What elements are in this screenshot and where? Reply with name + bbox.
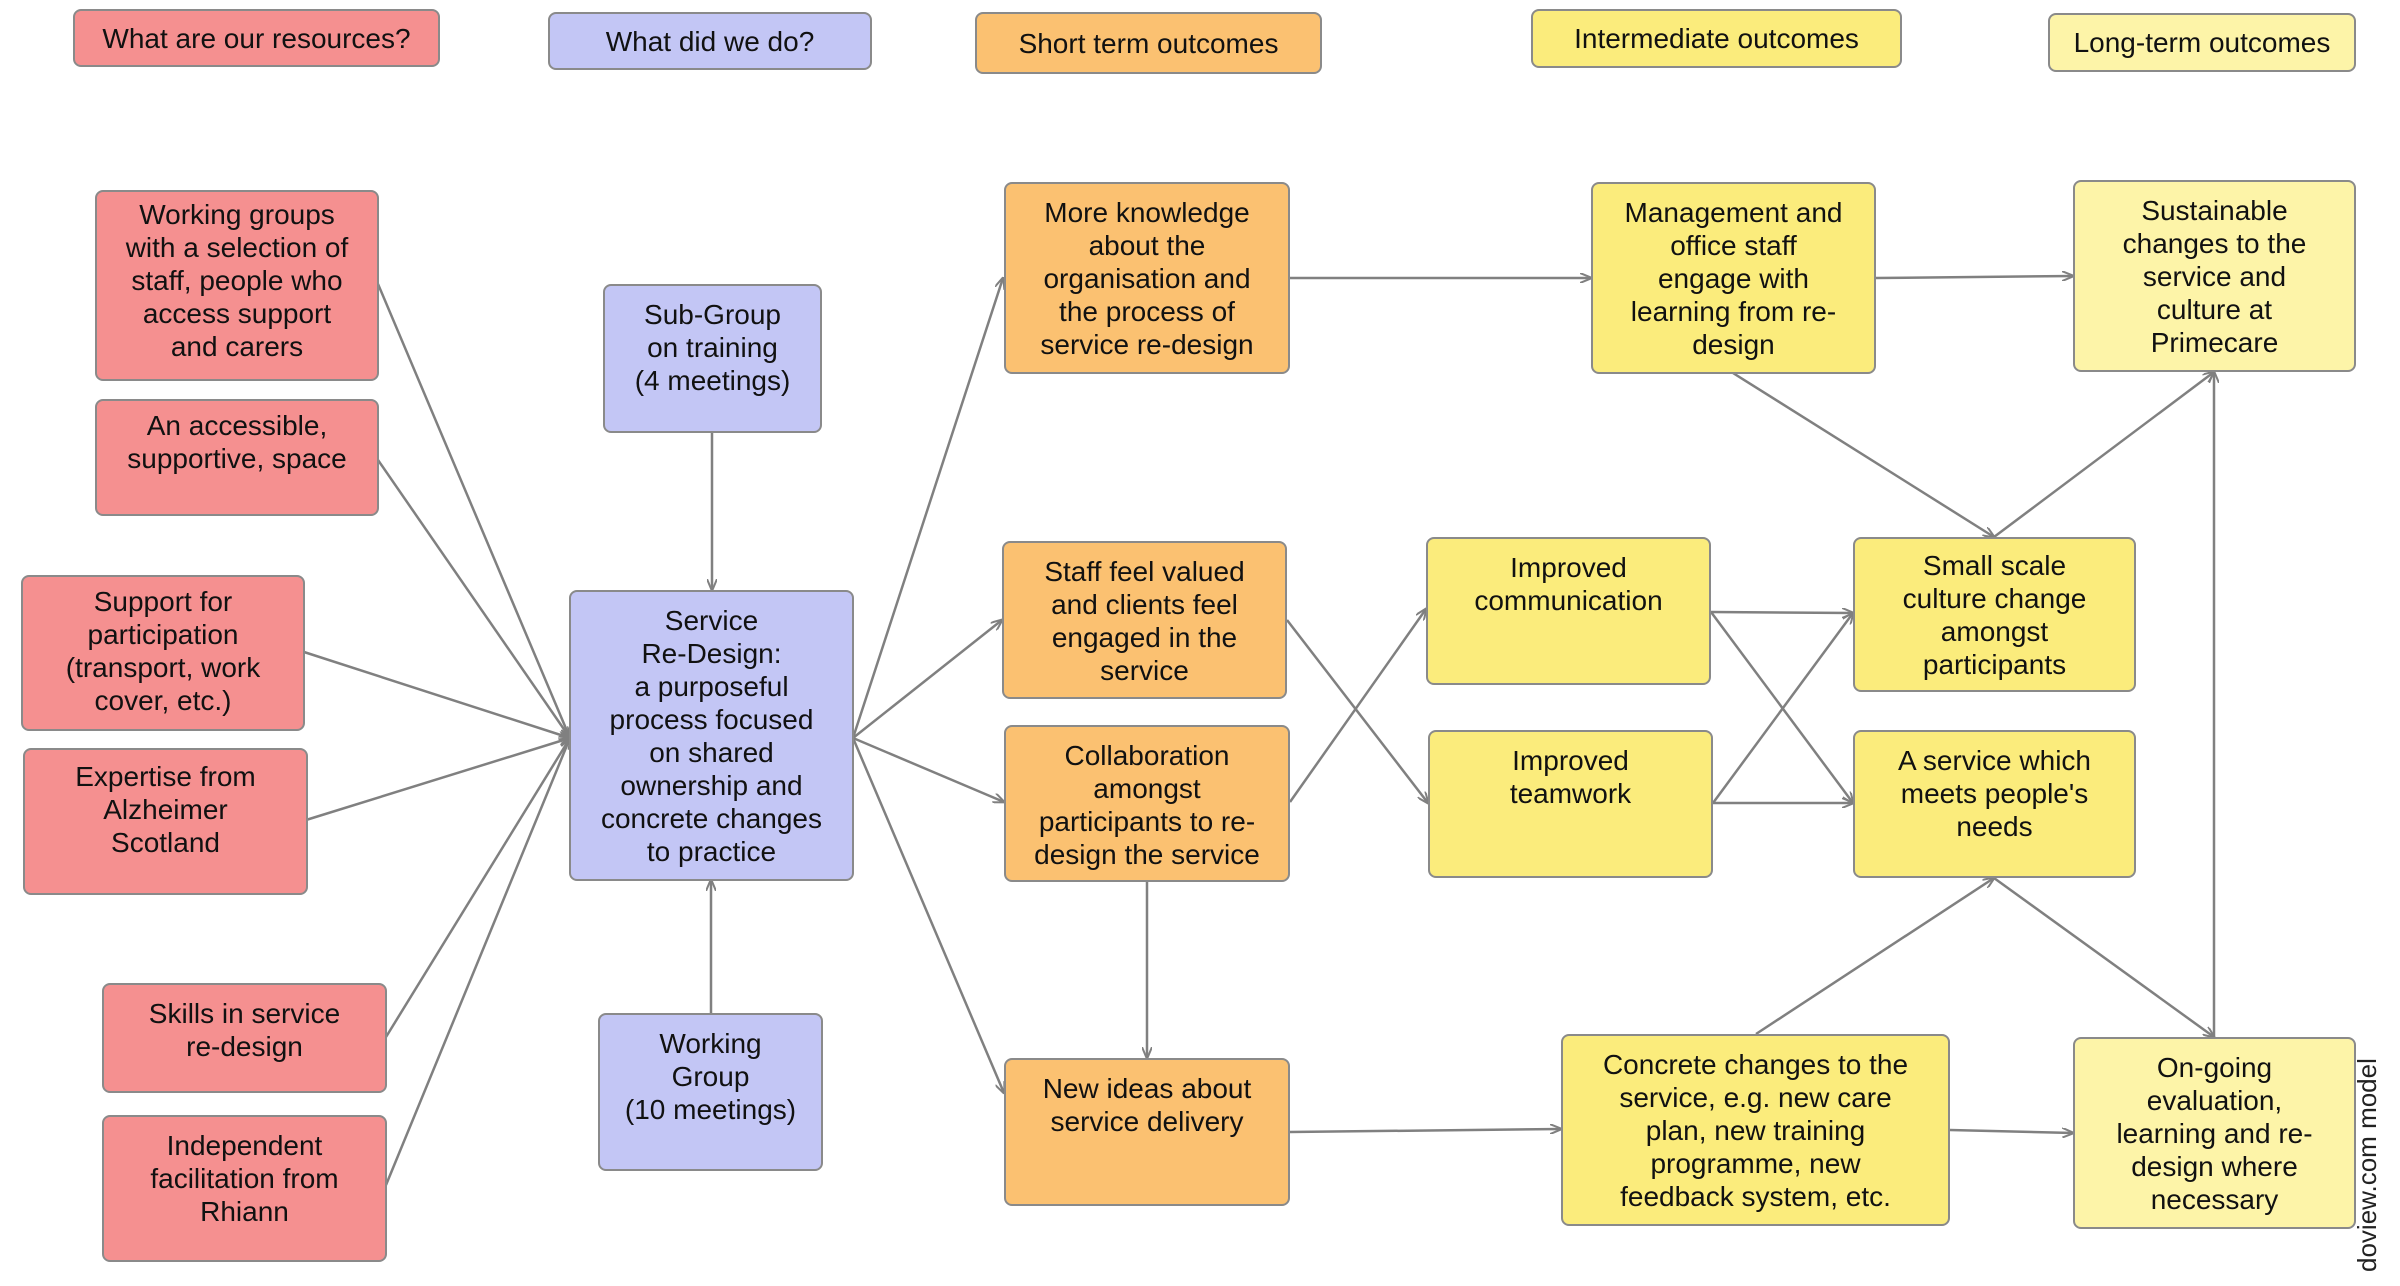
resource-expertise-text: Expertise from Alzheimer Scotland: [75, 761, 256, 858]
outcome-more-knowledge: More knowledge about the organisation an…: [1004, 182, 1290, 374]
arrow-redesign-to-knowledge: [851, 278, 1003, 739]
outcome-improved-communication: Improved communication: [1426, 537, 1711, 685]
outcome-management-engage: Management and office staff engage with …: [1591, 182, 1876, 374]
resource-space: An accessible, supportive, space: [95, 399, 379, 516]
arrow-redesign-to-valued: [852, 620, 1002, 739]
outcome-sustainable-changes-text: Sustainable changes to the service and c…: [2122, 195, 2307, 358]
resource-skills: Skills in service re-design: [102, 983, 387, 1093]
arrow-newideas-to-concrete: [1289, 1129, 1561, 1132]
resource-space-text: An accessible, supportive, space: [127, 410, 347, 474]
header-resources-label: What are our resources?: [102, 22, 411, 54]
header-resources: What are our resources?: [73, 9, 440, 67]
activity-working-group-text: Working Group (10 meetings): [624, 1028, 797, 1125]
outcome-concrete-changes-text: Concrete changes to the service, e.g. ne…: [1602, 1049, 1909, 1212]
resource-facilitation: Independent facilitation from Rhiann: [102, 1115, 387, 1262]
arrow-facilitation-to-redesign: [384, 738, 570, 1186]
outcome-more-knowledge-text: More knowledge about the organisation an…: [1040, 197, 1254, 360]
outcome-sustainable-changes: Sustainable changes to the service and c…: [2073, 180, 2356, 372]
arrow-teamwork-to-culture: [1711, 613, 1853, 804]
outcome-small-culture-change: Small scale culture change amongst parti…: [1853, 537, 2136, 692]
arrow-valued-to-teamwork: [1286, 619, 1428, 803]
arrow-communication-to-culture: [1710, 612, 1853, 613]
header-activities: What did we do?: [548, 12, 872, 70]
header-intermediate-label: Intermediate outcomes: [1574, 23, 1859, 54]
outcome-staff-valued-text: Staff feel valued and clients feel engag…: [1044, 556, 1245, 686]
arrow-concrete-to-service: [1755, 878, 1994, 1036]
outcome-improved-communication-text: Improved communication: [1474, 552, 1663, 616]
outcome-improved-teamwork: Improved teamwork: [1428, 730, 1713, 878]
outcome-small-culture-change-text: Small scale culture change amongst parti…: [1902, 550, 2087, 680]
outcome-staff-valued: Staff feel valued and clients feel engag…: [1002, 541, 1287, 699]
outcome-new-ideas: New ideas about service delivery: [1004, 1058, 1290, 1206]
outcome-ongoing-evaluation: On-going evaluation, learning and re- de…: [2073, 1037, 2356, 1229]
arrow-space-to-redesign: [376, 459, 570, 738]
arrow-culture-to-sustainable: [1993, 372, 2214, 538]
outcome-service-meets-needs-text: A service which meets people's needs: [1898, 745, 2091, 842]
activity-working-group: Working Group (10 meetings): [598, 1013, 823, 1171]
activity-service-redesign-text: Service Re-Design: a purposeful process …: [600, 605, 823, 867]
resource-participation: Support for participation (transport, wo…: [21, 575, 305, 731]
outcome-management-engage-text: Management and office staff engage with …: [1624, 197, 1843, 360]
resource-expertise: Expertise from Alzheimer Scotland: [23, 748, 308, 895]
outcome-concrete-changes: Concrete changes to the service, e.g. ne…: [1561, 1034, 1950, 1226]
resource-working-groups: Working groups with a selection of staff…: [95, 190, 379, 381]
header-intermediate: Intermediate outcomes: [1531, 9, 1902, 68]
arrow-service-to-ongoing: [1993, 876, 2214, 1037]
arrow-participation-to-redesign: [303, 650, 570, 738]
arrow-management-to-sustainable: [1875, 276, 2073, 278]
arrow-skills-to-redesign: [384, 738, 570, 1038]
outcome-service-meets-needs: A service which meets people's needs: [1853, 730, 2136, 878]
outcome-new-ideas-text: New ideas about service delivery: [1042, 1073, 1252, 1137]
doview-credit: doview.com model: [2352, 1058, 2382, 1272]
activity-sub-group: Sub-Group on training (4 meetings): [603, 284, 822, 433]
header-activities-label: What did we do?: [605, 25, 815, 57]
header-long-term-label: Long-term outcomes: [2073, 27, 2331, 58]
resource-participation-text: Support for participation (transport, wo…: [65, 586, 261, 716]
arrow-expertise-to-redesign: [305, 738, 570, 822]
arrow-concrete-to-ongoing: [1949, 1130, 2073, 1133]
arrow-collaboration-to-communication: [1288, 609, 1426, 803]
resource-facilitation-text: Independent facilitation from Rhiann: [150, 1130, 339, 1227]
arrow-working-groups-to-redesign: [376, 283, 570, 738]
header-short-term: Short term outcomes: [975, 12, 1322, 74]
outcome-ongoing-evaluation-text: On-going evaluation, learning and re- de…: [2116, 1052, 2313, 1215]
outcome-collaboration: Collaboration amongst participants to re…: [1004, 725, 1290, 882]
outcome-improved-teamwork-text: Improved teamwork: [1509, 745, 1632, 809]
resource-working-groups-text: Working groups with a selection of staff…: [125, 199, 349, 362]
header-short-term-label: Short term outcomes: [1018, 27, 1279, 59]
arrow-management-to-culture: [1732, 371, 1994, 537]
resource-skills-text: Skills in service re-design: [148, 998, 341, 1062]
arrow-redesign-to-collaboration: [852, 736, 1004, 802]
header-long-term: Long-term outcomes: [2048, 13, 2356, 72]
outcome-collaboration-text: Collaboration amongst participants to re…: [1034, 740, 1260, 870]
arrow-redesign-to-newideas: [851, 737, 1004, 1093]
activity-service-redesign: Service Re-Design: a purposeful process …: [569, 590, 854, 881]
activity-sub-group-text: Sub-Group on training (4 meetings): [634, 299, 791, 396]
